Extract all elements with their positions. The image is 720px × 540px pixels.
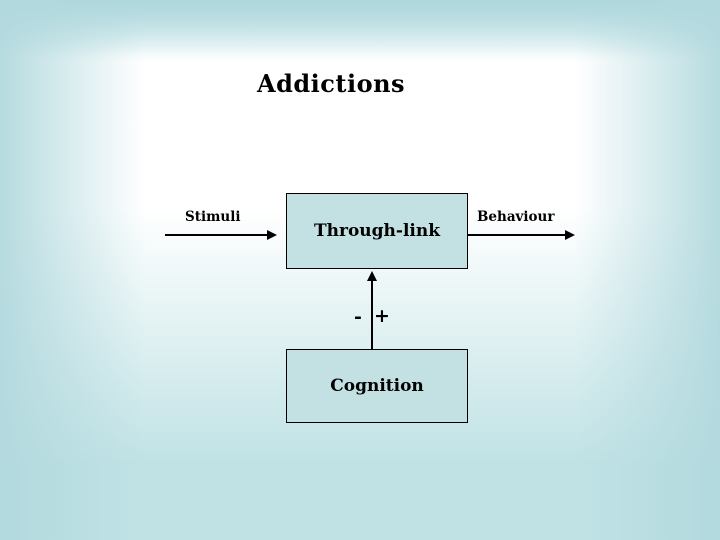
stimuli-arrow-right-icon bbox=[165, 229, 277, 241]
minus-sign-label: - bbox=[354, 306, 362, 328]
cognition-box-label: Cognition bbox=[330, 376, 424, 396]
cognition-to-through-link-arrow-up-icon bbox=[366, 271, 378, 350]
plus-sign-label: + bbox=[374, 305, 390, 327]
cognition-box: Cognition bbox=[286, 349, 468, 423]
slide-title: Addictions bbox=[256, 69, 406, 98]
stimuli-label: Stimuli bbox=[185, 209, 241, 225]
through-link-box-label: Through-link bbox=[313, 221, 441, 241]
behaviour-label: Behaviour bbox=[477, 209, 555, 225]
behaviour-arrow-right-icon bbox=[467, 229, 575, 241]
through-link-box: Through-link bbox=[286, 193, 468, 269]
